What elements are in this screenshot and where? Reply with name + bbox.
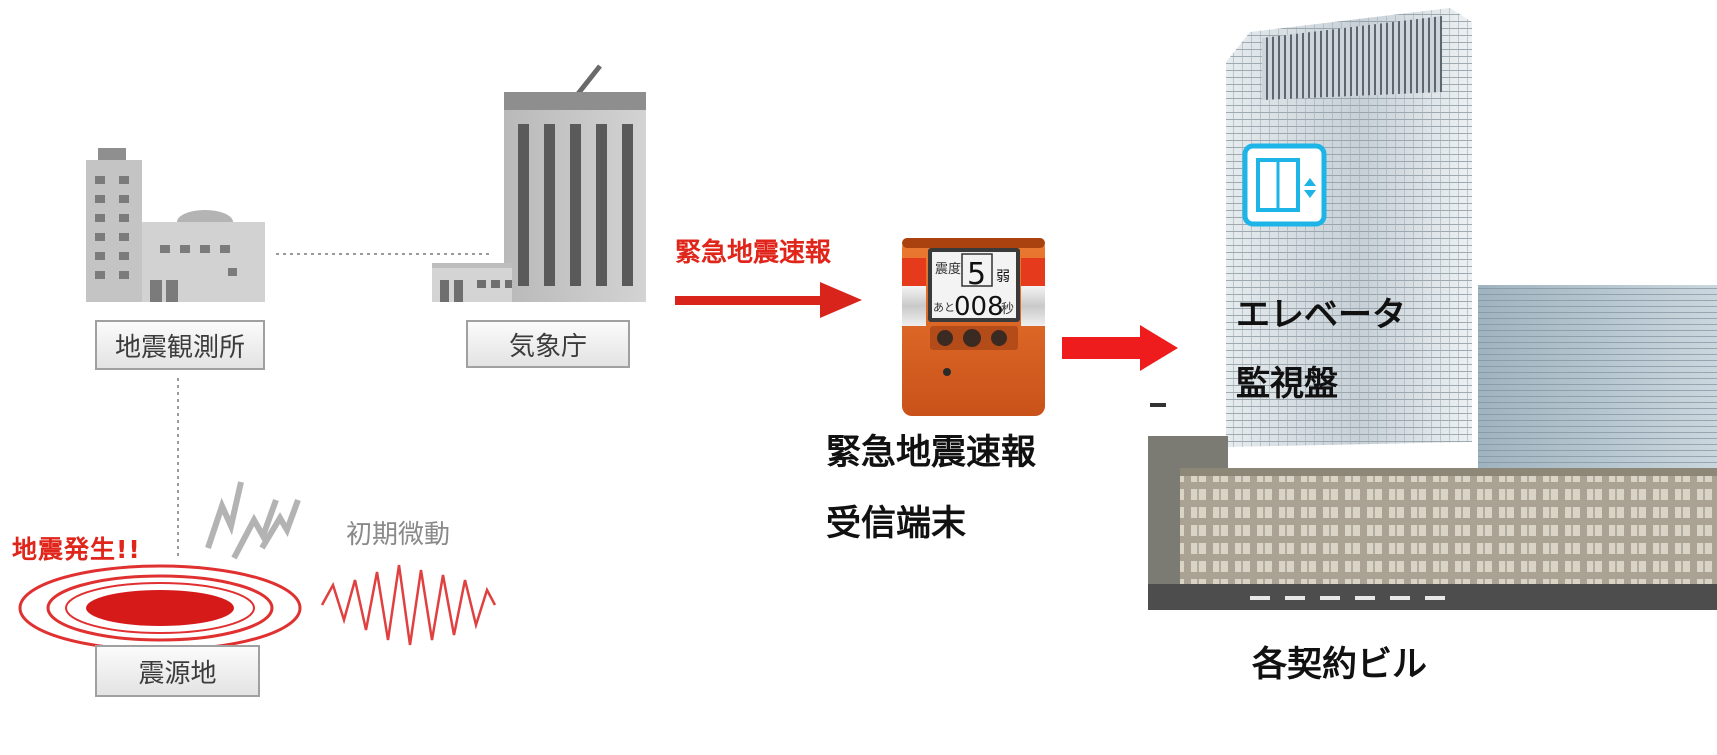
elevator-panel-label-line1: エレベータ [1236, 295, 1406, 335]
observatory-building [86, 148, 265, 302]
device-button-center [963, 329, 981, 347]
device-button-right [991, 330, 1007, 346]
device-screen [932, 252, 1016, 318]
lightning-icon [205, 481, 301, 560]
contract-building-photo [1148, 8, 1717, 610]
initial-tremor-wave [320, 564, 497, 646]
eew-arrow [675, 282, 862, 318]
epicenter-rings [18, 564, 302, 652]
device-indicator [943, 368, 951, 376]
screen-intensity-label: 震度 [935, 261, 961, 277]
initial-tremor-label: 初期微動 [346, 520, 451, 550]
device-button-left [937, 330, 953, 346]
screen-countdown-value: 008 [954, 292, 1004, 322]
signal-arrow [1062, 325, 1178, 371]
elevator-panel-label-line2: 監視盤 [1236, 364, 1338, 404]
jma-label: 気象庁 [466, 320, 630, 368]
left-warning-lamp [902, 258, 926, 286]
screen-countdown-prefix: あと [933, 301, 955, 314]
receiver-label-line2: 受信端末 [826, 504, 967, 544]
right-warning-lamp [1021, 258, 1045, 286]
quake-occurred-label: 地震発生!! [12, 535, 141, 564]
receiver-label-line1: 緊急地震速報 [826, 433, 1037, 473]
eew-receiver-device: 震度 5 弱 あと 008 秒 [902, 238, 1045, 416]
epicenter-label: 震源地 [95, 645, 260, 697]
observatory-label: 地震観測所 [95, 320, 265, 370]
screen-intensity-value: 5 [967, 257, 986, 292]
jma-building [432, 64, 646, 302]
screen-intensity-suffix: 弱 [996, 269, 1010, 285]
screen-countdown-unit: 秒 [1001, 302, 1014, 317]
elevator-icon [1242, 143, 1327, 227]
eew-arrow-label: 緊急地震速報 [675, 238, 832, 268]
building-label: 各契約ビル [1252, 645, 1428, 685]
